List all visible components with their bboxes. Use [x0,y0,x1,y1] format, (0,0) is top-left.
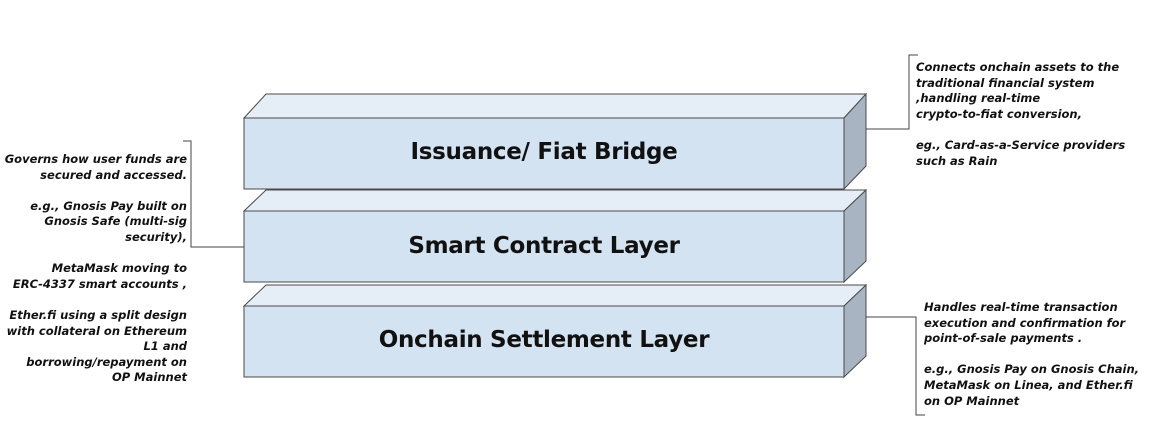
annotation-line: point-of-sale payments . [924,331,1083,346]
settlement-block-top [242,284,868,307]
annotation-line: Connects onchain assets to the [916,60,1120,74]
annotation-line: OP Mainnet [111,370,187,385]
annotation-line: ERC-4337 smart accounts , [12,276,187,291]
settlement-connector [866,316,925,416]
issuance-block-top [242,93,868,119]
annotation-spacer [5,183,187,199]
issuance-connector [866,54,918,130]
annotation-line: eg., Card-as-a-Service providers [916,137,1126,152]
annotation-line: e.g., Gnosis Pay on Gnosis Chain, [924,362,1140,377]
annotation-line: e.g., Gnosis Pay built on [30,198,187,213]
smart-contract-block-front [243,210,845,283]
annotation-line: with collateral on Ethereum [6,323,187,338]
annotation-spacer [5,292,187,308]
annotation-line: borrowing/repayment on [26,354,187,369]
annotation-line: Governs how user funds are [4,152,187,166]
annotation-line: L1 and [143,339,187,354]
annotation-line: crypto-to-fiat conversion, [916,106,1082,121]
smart-contract-title: Smart Contract Layer [408,233,680,259]
issuance-block-front [243,117,845,190]
annotation-line: on OP Mainnet [924,393,1020,408]
annotation-spacer [924,347,1139,363]
smart-contract-block-top [242,189,868,212]
smart-contract-connector [183,140,244,248]
smart-contract-block [242,188,868,284]
issuance-title: Issuance/ Fiat Bridge [410,139,678,165]
annotation-line: MetaMask moving to [51,261,187,276]
issuance-block [242,92,868,191]
annotation-spacer [916,122,1125,138]
annotation-line: such as Rain [916,153,998,168]
annotation-line: secured and accessed. [40,167,187,182]
annotation-line: security), [125,229,187,244]
annotation-line: MetaMask on Linea, and Ether.fi [924,377,1133,392]
annotation-line: traditional financial system [916,75,1095,90]
annotation-line: Gnosis Safe (multi-sig [44,214,187,229]
settlement-title: Onchain Settlement Layer [378,327,710,353]
annotation-line: Handles real-time transaction [924,300,1118,314]
annotation-spacer [5,246,187,262]
settlement-block [242,283,868,379]
annotation-line: ,handling real-time [916,91,1041,106]
annotation-line: Ether.fi using a split design [9,307,187,322]
annotation-line: execution and confirmation for [924,315,1126,330]
settlement-block-front [243,305,845,378]
